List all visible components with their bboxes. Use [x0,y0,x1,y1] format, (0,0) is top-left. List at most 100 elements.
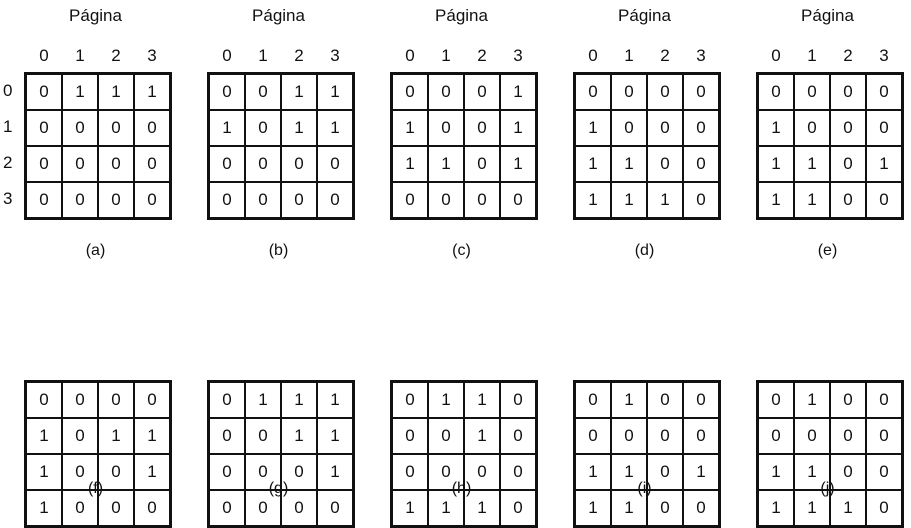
column-label: 2 [477,46,487,65]
matrix-cell: 1 [134,418,170,454]
matrix-cell: 0 [62,418,98,454]
matrix-cell: 0 [866,182,902,218]
matrix-cell: 0 [830,382,866,418]
matrix-cell: 0 [866,382,902,418]
matrix-cell: 0 [464,146,500,182]
column-label: 1 [624,46,634,65]
matrix-cell: 0 [26,146,62,182]
matrix-cell: 0 [647,454,683,490]
panel-caption: (j) [820,480,835,497]
matrix-cell: 1 [500,146,536,182]
matrix-cell: 0 [830,110,866,146]
panel-caption: (a) [85,242,106,259]
matrix-cell: 0 [830,454,866,490]
matrix-cell: 1 [758,182,794,218]
matrix-cell: 0 [647,382,683,418]
matrix-cell: 0 [134,182,170,218]
column-label: 3 [147,46,157,65]
column-label: 3 [696,46,706,65]
matrix-cell: 0 [500,454,536,490]
matrix-cell: 0 [281,146,317,182]
panel-caption: (c) [452,242,471,259]
panel-caption: (e) [817,242,838,259]
matrix-cell: 0 [428,418,464,454]
matrix-cell: 0 [428,110,464,146]
matrix-cell: 1 [758,110,794,146]
matrix-cell: 0 [209,146,245,182]
matrix-cell: 1 [794,182,830,218]
matrix-cell: 0 [62,454,98,490]
column-label: 0 [588,46,598,65]
matrix-cell: 1 [464,382,500,418]
matrix-cell: 0 [575,382,611,418]
matrix-cell: 0 [611,110,647,146]
page-title: Página [435,6,488,25]
panel-caption: (f) [87,480,104,497]
matrix-cell: 0 [500,382,536,418]
matrix-cell: 0 [866,454,902,490]
column-label: 1 [441,46,451,65]
matrix-cell: 0 [209,454,245,490]
page-title: Página [801,6,854,25]
matrix-cell: 0 [758,382,794,418]
column-label: 3 [330,46,340,65]
matrix-cell: 0 [866,418,902,454]
column-label: 1 [258,46,268,65]
matrix-cell: 0 [98,110,134,146]
matrix-cell: 0 [62,382,98,418]
matrix-cell: 0 [26,182,62,218]
matrix-cell: 1 [62,74,98,110]
matrix-cell: 0 [683,110,719,146]
matrix-cell: 0 [647,146,683,182]
matrix-cell: 1 [866,146,902,182]
matrix-cell: 0 [26,74,62,110]
matrix-cell: 1 [209,110,245,146]
column-label: 2 [843,46,853,65]
matrix-cell: 1 [794,382,830,418]
column-label: 1 [807,46,817,65]
matrix-cell: 0 [134,110,170,146]
matrix-cell: 0 [98,182,134,218]
matrix-cell: 0 [794,110,830,146]
matrix-cell: 0 [245,146,281,182]
matrix-cell: 0 [683,382,719,418]
column-label: 0 [771,46,781,65]
matrix-cell: 1 [281,74,317,110]
page-title: Página [252,6,305,25]
matrix-cell: 0 [26,110,62,146]
matrix-cell: 0 [758,418,794,454]
matrix-cell: 0 [281,454,317,490]
matrix-cell: 0 [245,182,281,218]
matrix-cell: 1 [392,110,428,146]
matrix-cell: 1 [758,454,794,490]
column-label: 2 [294,46,304,65]
matrix-cell: 1 [575,110,611,146]
matrix-cell: 0 [794,74,830,110]
matrix-cell: 0 [245,454,281,490]
matrix-cell: 0 [683,182,719,218]
matrix-cell: 0 [830,146,866,182]
column-label: 0 [222,46,232,65]
matrix-cell: 1 [26,418,62,454]
column-labels: 0 1 2 3 [209,46,353,66]
matrix-cell: 0 [758,74,794,110]
matrix-cell: 1 [317,418,353,454]
matrix-cell: 1 [281,110,317,146]
matrix-cell: 1 [26,454,62,490]
matrix-cell: 0 [683,418,719,454]
matrix-cell: 1 [281,418,317,454]
matrix-cell: 1 [317,454,353,490]
matrix-cell: 0 [392,74,428,110]
column-label: 0 [39,46,49,65]
matrix-cell: 0 [98,146,134,182]
matrix-cell: 0 [98,454,134,490]
matrix-cell: 0 [62,182,98,218]
matrix-cell: 0 [209,74,245,110]
matrix-cell: 0 [209,182,245,218]
